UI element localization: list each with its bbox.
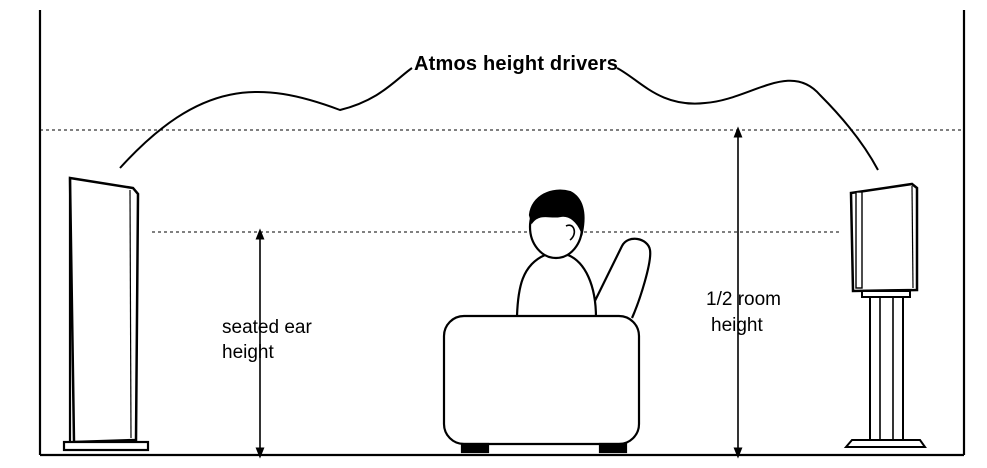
chair-foot-left	[460, 442, 490, 454]
atmos-pointer-line-right	[616, 67, 879, 171]
half-room-height-label-line1: 1/2 room	[706, 289, 781, 310]
listener-ear	[565, 224, 576, 241]
left-tower-speaker	[62, 176, 150, 452]
seated-ear-height-label-line1: seated ear	[222, 317, 312, 338]
chair-seat	[442, 314, 641, 446]
right-stand-speaker	[843, 182, 927, 448]
listener-hair	[528, 189, 585, 236]
room-outline	[38, 10, 966, 457]
chair-backrest	[587, 237, 652, 319]
listener-torso	[515, 253, 598, 319]
seated-ear-height-label-line2: height	[222, 342, 274, 363]
chair-foot-right	[598, 442, 628, 454]
atmos-pointer-line	[119, 67, 413, 169]
seated-listener	[442, 189, 652, 454]
atmos-height-drivers-label: Atmos height drivers	[414, 53, 619, 75]
half-room-height-label-line2: height	[711, 315, 763, 336]
